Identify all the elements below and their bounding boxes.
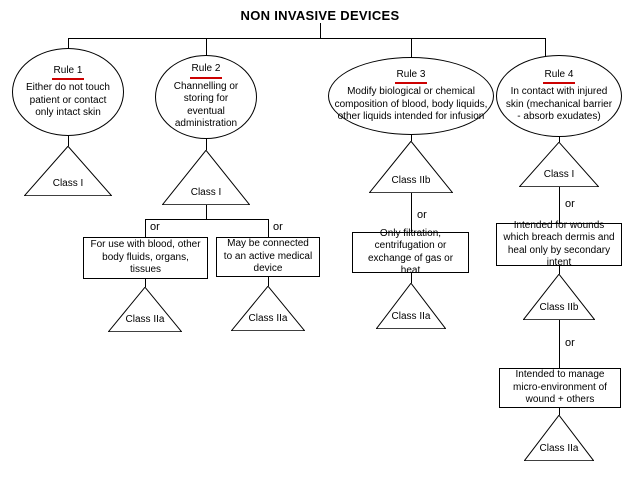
- rule3-class-triangle: Class IIb: [369, 141, 453, 193]
- rule2-branch2-box: May be connected to an active medical de…: [216, 237, 320, 277]
- rule3-branch-class-label: Class IIa: [391, 311, 431, 322]
- rule2-drop-line: [206, 38, 207, 56]
- rule4-branch2-or-label: or: [565, 337, 575, 349]
- bus-line: [68, 38, 546, 39]
- rule2-branch1-box: For use with blood, other body fluids, o…: [83, 237, 208, 279]
- rule3-branch-connector-line: [411, 273, 412, 283]
- rule3-text: Modify biological or chemical compositio…: [334, 86, 488, 122]
- rule2-class-triangle: Class I: [162, 150, 250, 205]
- title-drop-line: [320, 23, 321, 38]
- rule3-drop-line: [411, 38, 412, 58]
- rule4-branch1-class-label: Class IIb: [539, 302, 579, 313]
- rule1-ellipse: Rule 1 Either do not touch patient or co…: [12, 48, 124, 136]
- rule4-branch2-connector-line: [559, 408, 560, 415]
- rule2-stem-line: [206, 205, 207, 219]
- rule3-stem-line: [411, 193, 412, 232]
- rule2-branch2-text: May be connected to an active medical de…: [223, 238, 313, 275]
- rule3-class-label: Class IIb: [391, 175, 431, 186]
- rule4-ellipse: Rule 4 In contact with injured skin (mec…: [496, 55, 622, 137]
- rule4-stem-line: [559, 187, 560, 223]
- rule2-split-line: [145, 219, 268, 220]
- rule4-text: In contact with injured skin (mechanical…: [505, 86, 613, 122]
- rule3-branch-text: Only filtration, centrifugation or excha…: [367, 227, 454, 277]
- rule4-branch2-box: Intended to manage micro-environment of …: [499, 368, 621, 408]
- rule2-branch1-or-label: or: [150, 221, 160, 233]
- rule4-branch1-connector-line: [559, 266, 560, 274]
- rule1-connector-line: [68, 136, 69, 146]
- rule2-branch1-drop-line: [145, 219, 146, 237]
- rule2-branch1-text: For use with blood, other body fluids, o…: [90, 239, 201, 276]
- rule4-branch2-class-triangle: Class IIa: [524, 415, 594, 461]
- rule4-class-label: Class I: [543, 169, 575, 180]
- rule2-branch1-connector-line: [145, 279, 146, 287]
- rule4-branch1-box: Intended for wounds which breach dermis …: [496, 220, 622, 268]
- rule4-branch1-class-triangle: Class IIb: [523, 274, 595, 320]
- page-title: NON INVASIVE DEVICES: [240, 8, 400, 23]
- rule3-name: Rule 3: [394, 69, 428, 84]
- rule3-branch-class-triangle: Class IIa: [376, 283, 446, 329]
- rule3-ellipse: Rule 3 Modify biological or chemical com…: [328, 57, 494, 135]
- rule4-connector-line: [559, 137, 560, 142]
- rule2-branch2-connector-line: [268, 277, 269, 286]
- rule2-connector-line: [206, 139, 207, 150]
- rule4-branch2-class-label: Class IIa: [539, 443, 579, 454]
- rule3-or-label: or: [417, 209, 427, 221]
- rule1-name: Rule 1: [51, 65, 85, 80]
- rule4-branch1-text: Intended for wounds which breach dermis …: [503, 219, 615, 269]
- rule3-connector-line: [411, 135, 412, 141]
- rule1-drop-line: [68, 38, 69, 49]
- rule4-branch2-text: Intended to manage micro-environment of …: [513, 369, 607, 406]
- rule1-text: Either do not touch patient or contact o…: [26, 82, 110, 118]
- rule4-name: Rule 4: [542, 69, 576, 84]
- rule4-drop-line: [545, 38, 546, 57]
- rule2-ellipse: Rule 2 Channelling or storing for eventu…: [155, 55, 257, 139]
- rule1-class-label: Class I: [52, 178, 84, 189]
- rule4-class-triangle: Class I: [519, 142, 599, 187]
- rule3-branch-box: Only filtration, centrifugation or excha…: [352, 228, 469, 276]
- rule2-class-label: Class I: [190, 187, 222, 198]
- rule2-branch1-class-triangle: Class IIa: [108, 287, 182, 332]
- rule2-name: Rule 2: [189, 63, 223, 79]
- rule2-text: Channelling or storing for eventual admi…: [173, 80, 239, 130]
- rule2-branch1-class-label: Class IIa: [125, 314, 165, 325]
- rule2-branch2-class-triangle: Class IIa: [231, 286, 305, 331]
- rule2-branch2-drop-line: [268, 219, 269, 237]
- rule2-branch2-class-label: Class IIa: [248, 313, 288, 324]
- rule1-class-triangle: Class I: [24, 146, 112, 196]
- rule4-branch1-or-label: or: [565, 198, 575, 210]
- rule4-stem2-line: [559, 320, 560, 368]
- rule2-branch2-or-label: or: [273, 221, 283, 233]
